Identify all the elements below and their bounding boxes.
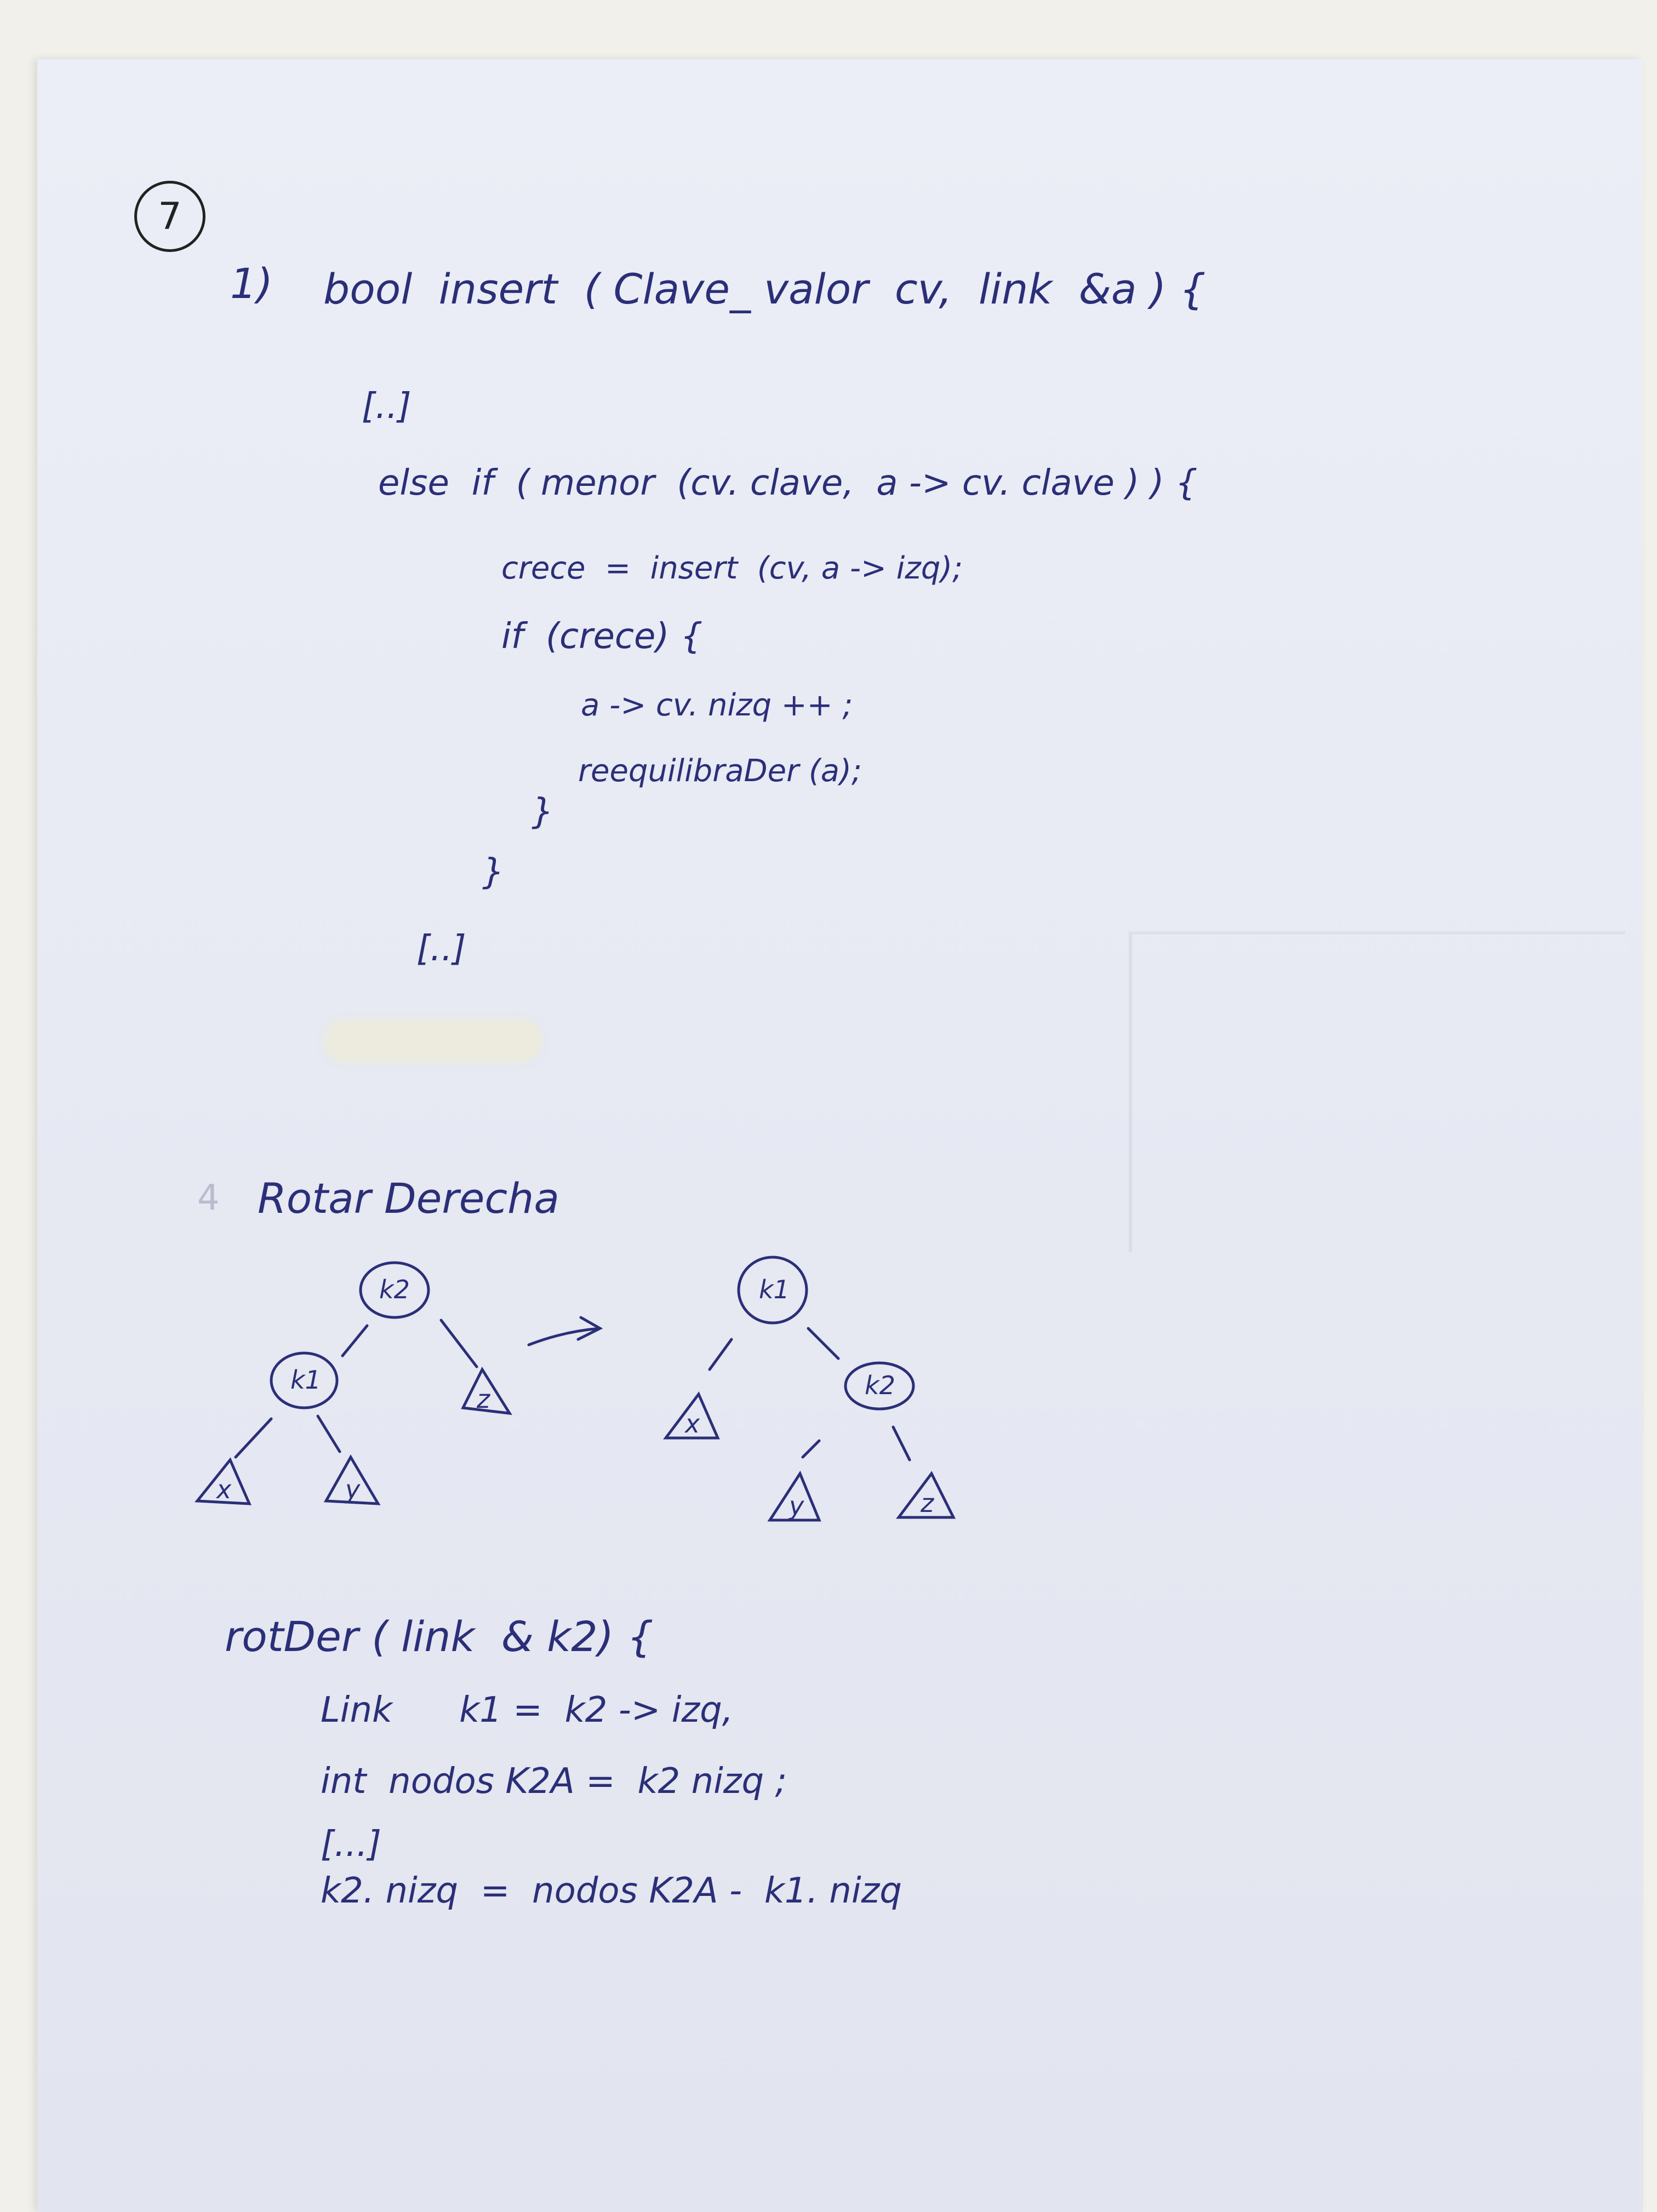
item-number: 1) — [230, 259, 273, 308]
rotation-arrow — [527, 1316, 603, 1346]
subtree-label: y — [344, 1475, 361, 1504]
show-through-marks — [1129, 931, 1625, 1252]
paper-sheet — [37, 59, 1643, 2212]
code-line: crece = insert (cv, a -> izq); — [501, 551, 963, 586]
section-number: 4 — [197, 1178, 220, 1218]
rotder-signature: rotDer ( link & k2) { — [225, 1612, 654, 1661]
subtree-y-triangle — [323, 1454, 381, 1505]
code-line: a -> cv. nizq ++ ; — [581, 687, 853, 723]
subtree-z-triangle — [896, 1471, 956, 1519]
code-line: if (crece) { — [501, 616, 703, 657]
code-line: int nodos K2A = k2 nizq ; — [321, 1761, 787, 1802]
subtree-label: x — [215, 1475, 232, 1504]
node-label: k1 — [759, 1275, 790, 1304]
subtree-label: y — [788, 1491, 804, 1521]
code-line: else if ( menor (cv. clave, a -> cv. cla… — [378, 463, 1198, 503]
correction-fluid-blot — [323, 1019, 542, 1063]
rotation-heading: Rotar Derecha — [258, 1174, 559, 1223]
code-line: k2. nizq = nodos K2A - k1. nizq — [321, 1871, 902, 1911]
code-line: reequilibraDer (a); — [578, 753, 862, 789]
subtree-x-triangle — [195, 1457, 252, 1505]
subtree-label: x — [684, 1409, 700, 1439]
subtree-z-triangle — [461, 1366, 512, 1416]
page-number: 7 — [134, 181, 205, 252]
node-label: k2 — [865, 1371, 895, 1400]
subtree-label: z — [476, 1384, 490, 1414]
subtree-x-triangle — [663, 1391, 720, 1440]
node-k1-circle — [737, 1256, 808, 1325]
code-line: [..] — [362, 386, 412, 427]
node-label: k2 — [379, 1275, 410, 1304]
code-line: } — [482, 852, 505, 892]
code-line: [..] — [416, 929, 466, 969]
node-k2-circle — [844, 1361, 915, 1411]
code-line: } — [532, 792, 554, 832]
code-line: [...] — [321, 1824, 381, 1865]
subtree-label: z — [920, 1488, 934, 1518]
node-label: k1 — [290, 1365, 321, 1395]
node-k2-circle — [359, 1261, 430, 1319]
subtree-y-triangle — [767, 1470, 821, 1522]
code-line: Link k1 = k2 -> izq, — [321, 1690, 734, 1730]
node-k1-circle — [270, 1351, 339, 1409]
insert-signature: bool insert ( Clave_ valor cv, link &a )… — [323, 265, 1206, 313]
